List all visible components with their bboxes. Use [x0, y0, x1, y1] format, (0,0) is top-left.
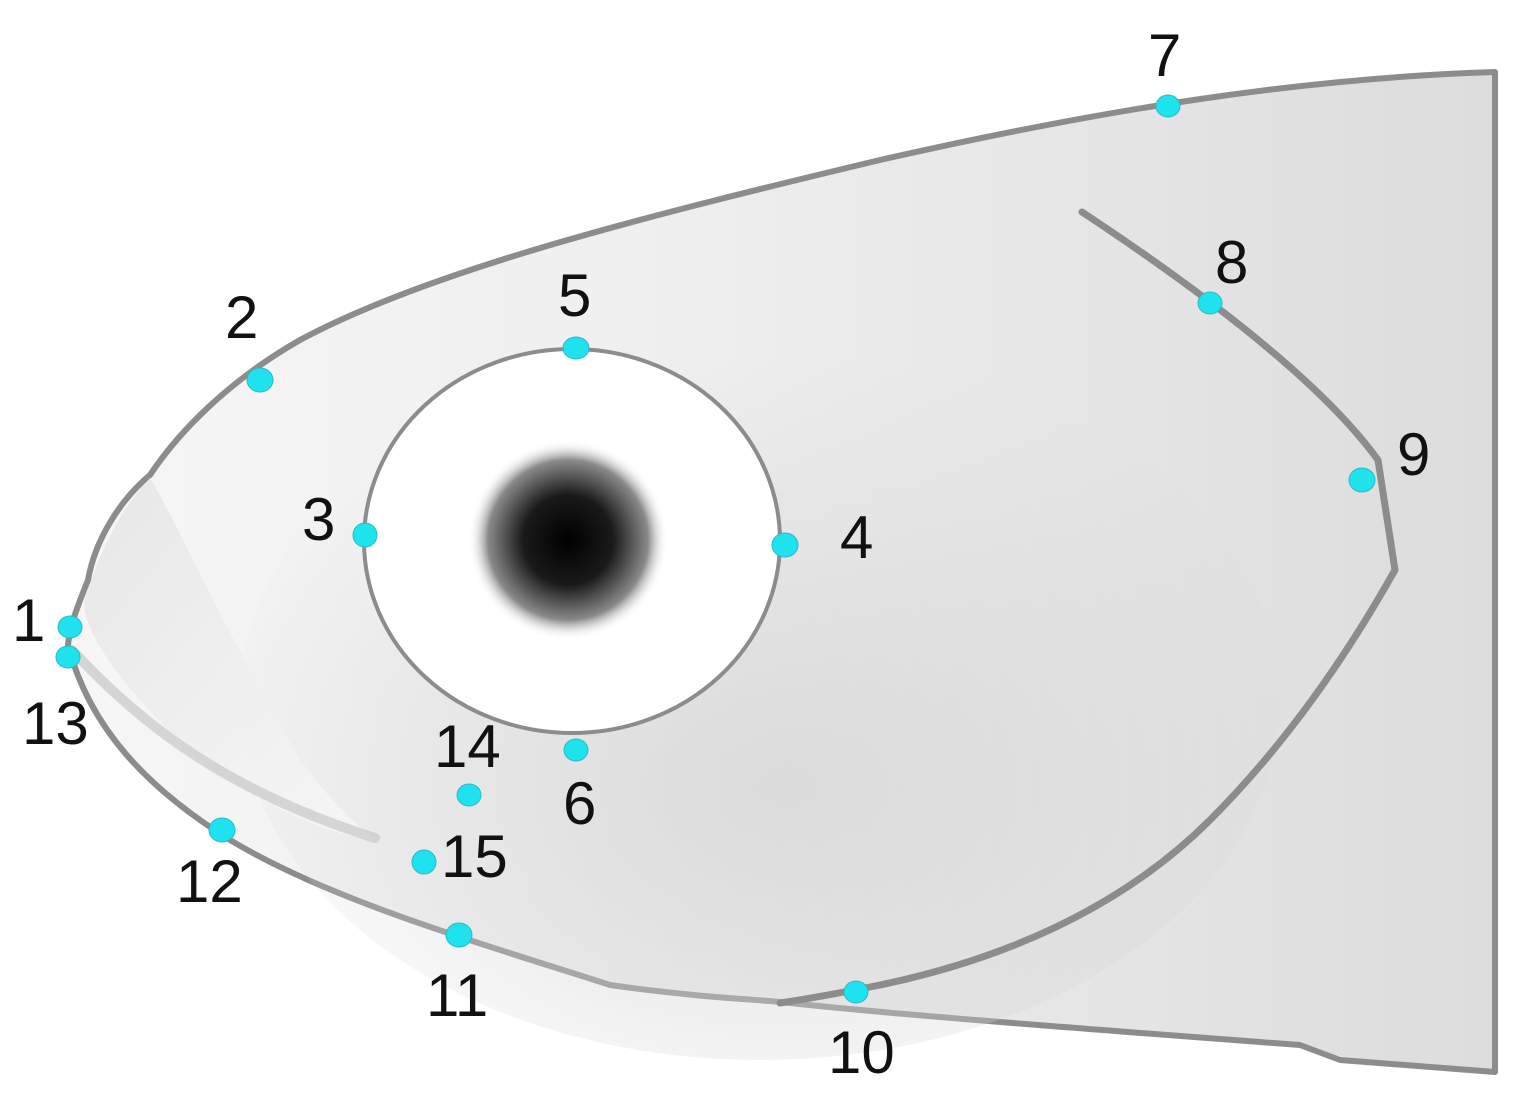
landmark-label-9: 9 — [1397, 421, 1430, 488]
landmark-dot-4 — [771, 532, 799, 558]
landmark-dot-11 — [445, 922, 473, 948]
landmark-label-7: 7 — [1148, 22, 1181, 89]
snout-fold — [84, 478, 380, 842]
landmark-dot-7 — [1155, 94, 1181, 118]
landmark-label-3: 3 — [302, 486, 335, 553]
landmark-label-6: 6 — [563, 770, 596, 837]
landmark-label-14: 14 — [434, 713, 501, 780]
mouth-line — [67, 645, 380, 843]
landmark-dot-10 — [843, 980, 869, 1004]
landmark-dot-12 — [208, 817, 236, 843]
landmark-dot-13 — [55, 645, 81, 669]
landmark-dot-15 — [411, 849, 437, 875]
landmark-dot-1 — [57, 615, 83, 639]
landmark-label-2: 2 — [225, 284, 258, 351]
landmark-dot-14 — [456, 783, 482, 807]
landmark-label-11: 11 — [426, 962, 488, 1029]
landmark-label-5: 5 — [558, 262, 591, 329]
landmark-label-10: 10 — [828, 1019, 895, 1086]
landmark-dots — [55, 94, 1376, 1004]
landmark-dot-5 — [562, 336, 590, 360]
landmark-label-1: 1 — [12, 587, 45, 654]
landmark-label-13: 13 — [22, 690, 89, 757]
landmark-label-15: 15 — [441, 823, 508, 890]
landmark-dot-3 — [352, 522, 378, 548]
landmark-dot-6 — [563, 738, 589, 762]
landmark-label-8: 8 — [1215, 229, 1248, 296]
landmark-labels: 1 2 3 4 5 6 7 8 9 10 11 12 13 14 15 — [12, 22, 1430, 1086]
landmark-dot-8 — [1197, 291, 1223, 315]
pupil — [468, 440, 668, 640]
landmark-label-12: 12 — [176, 848, 243, 915]
landmark-label-4: 4 — [840, 504, 873, 571]
operculum-outline — [776, 208, 1399, 1007]
landmark-dot-9 — [1348, 467, 1376, 493]
landmark-dot-2 — [246, 367, 274, 393]
